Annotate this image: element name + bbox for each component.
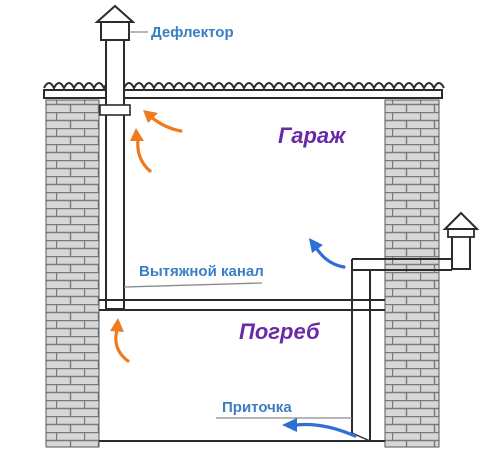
roof-beam — [43, 89, 443, 99]
deflector-label: Дефлектор — [151, 24, 234, 41]
supply-label: Приточка — [222, 399, 292, 416]
supply-pipe-cap-icon — [442, 211, 480, 270]
supply-pipe — [351, 258, 452, 442]
fresh-air-arrow-icon — [282, 418, 357, 438]
floor-slab — [99, 299, 385, 311]
roof-corrugated-sheet — [43, 82, 445, 91]
exhaust-channel-leader-line — [123, 282, 263, 288]
deflector-cap-icon — [94, 4, 136, 86]
warm-air-arrow-icon — [110, 318, 130, 363]
exhaust-pipe — [105, 39, 125, 310]
fresh-air-arrow-icon — [309, 238, 346, 269]
warm-air-arrow-icon — [130, 128, 152, 173]
left-brick-wall — [45, 99, 100, 448]
right-brick-wall — [384, 99, 440, 448]
garage-label: Гараж — [278, 123, 347, 148]
exhaust-channel-label: Вытяжной канал — [139, 263, 264, 280]
warm-air-arrow-icon — [143, 110, 183, 133]
cellar-label: Погреб — [239, 319, 321, 344]
exhaust-pipe-inlet-collar — [99, 104, 131, 116]
